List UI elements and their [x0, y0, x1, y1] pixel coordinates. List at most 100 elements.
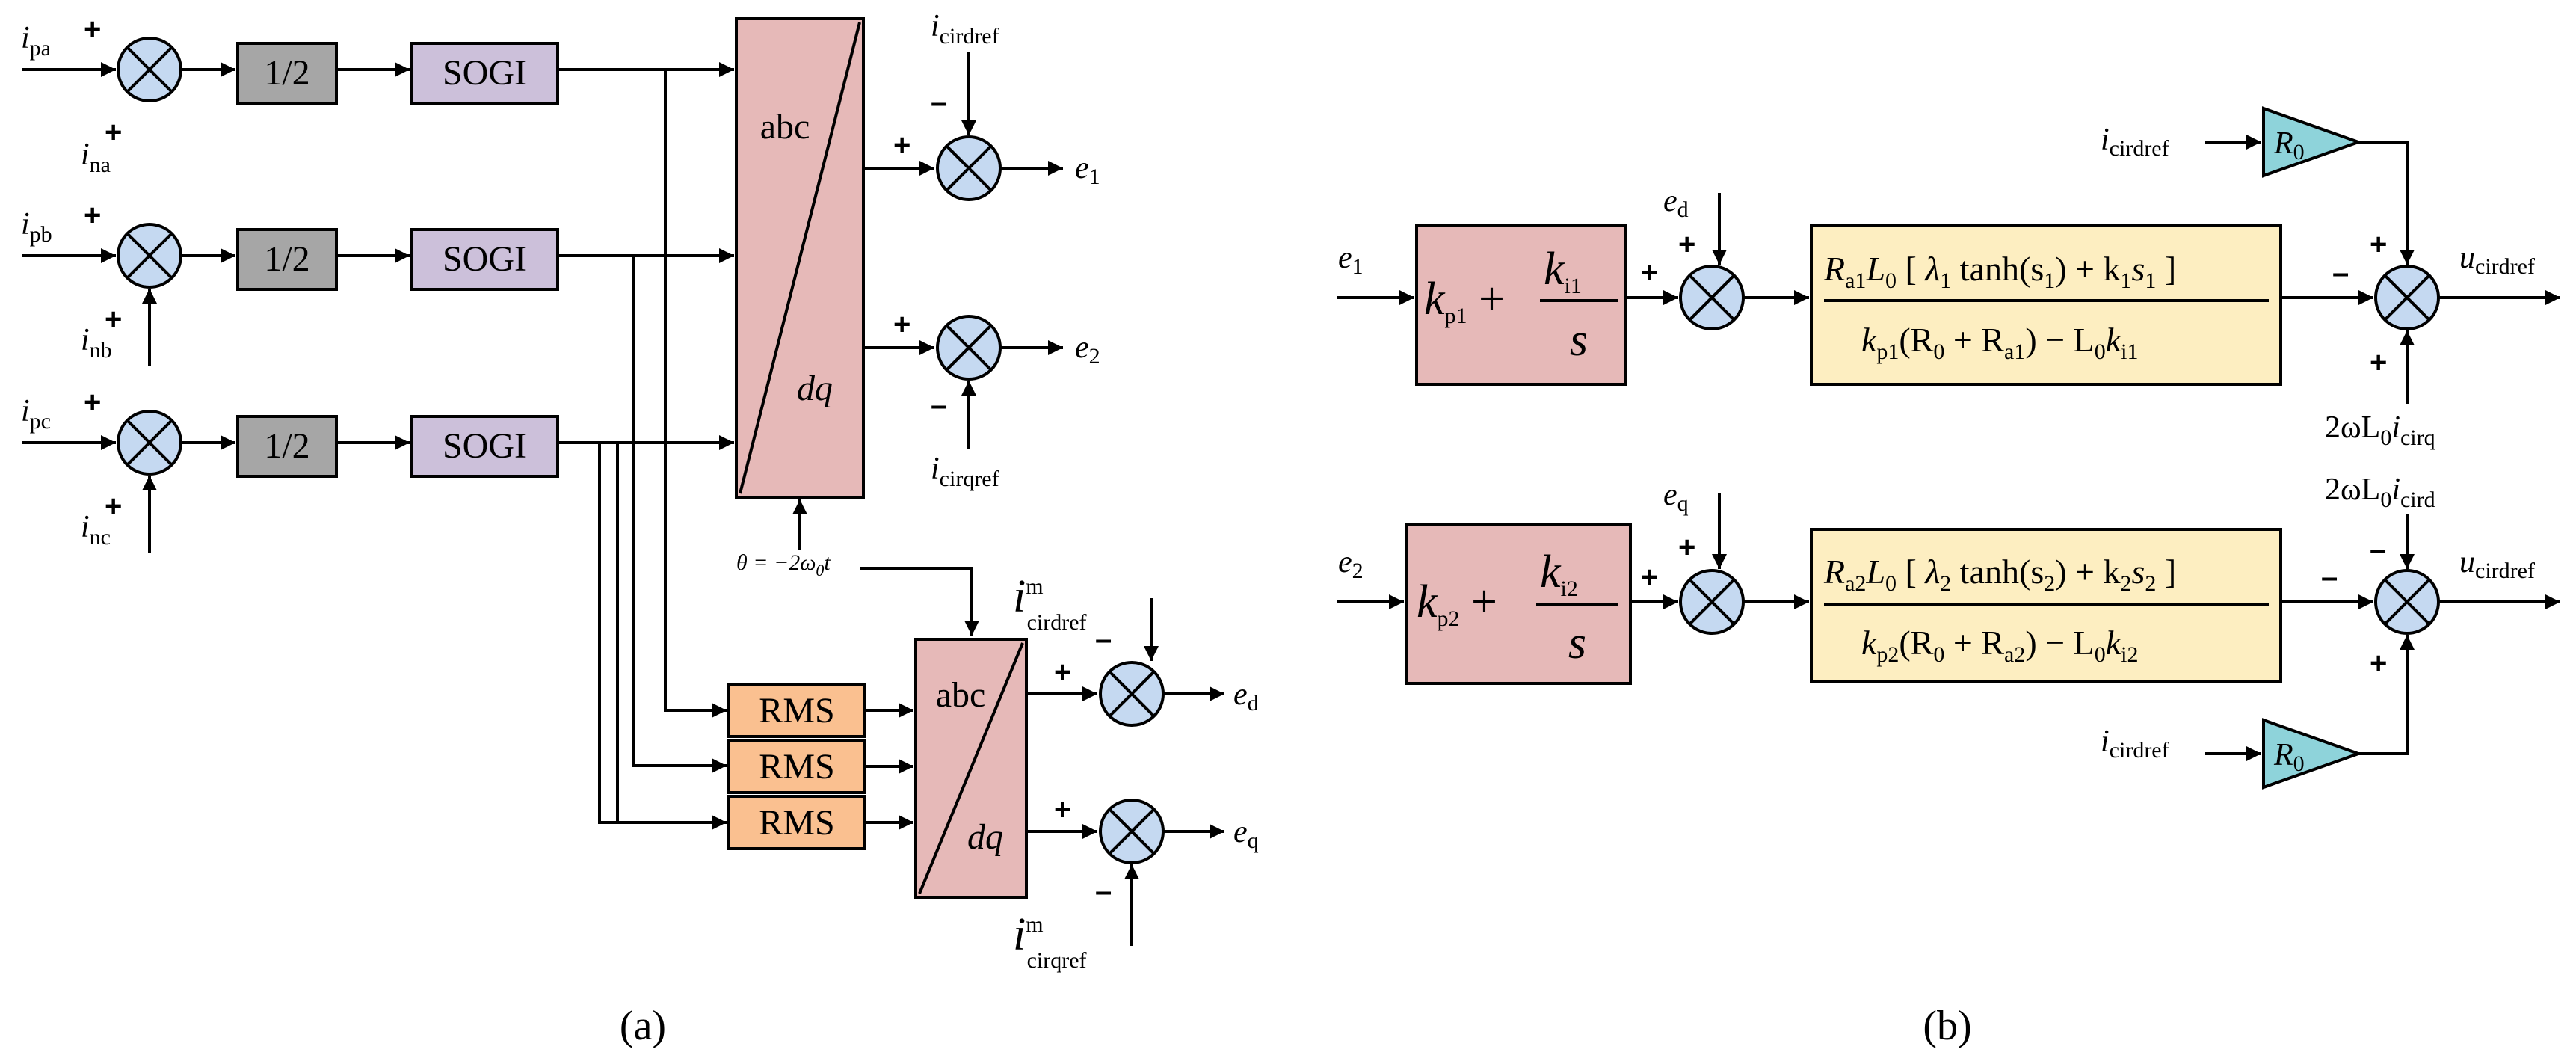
sogi-block — [410, 228, 559, 291]
plus-sign: + — [84, 199, 101, 232]
row-b: ipb + + inb 1/2 SOGI — [21, 199, 734, 366]
input-inc: inc — [81, 510, 111, 550]
plus-sign: + — [2370, 647, 2387, 680]
caption-a: (a) — [620, 1003, 666, 1049]
theta-wire — [860, 567, 979, 636]
svg-text:R0: R0 — [2273, 126, 2305, 164]
pi-kp: kp2 + — [1417, 576, 1497, 631]
output-ucirdref-2: ucirdref — [2459, 545, 2535, 583]
plus-sign: + — [1678, 228, 1695, 261]
summing-junction-icon — [1679, 569, 1745, 635]
pi-kp: kp1 + — [1424, 274, 1505, 328]
minus-sign: – — [1095, 623, 1112, 656]
plus-sign: + — [1678, 531, 1695, 564]
output-e2: e2 — [1075, 330, 1100, 369]
summing-junction-icon — [2374, 265, 2440, 330]
summing-junction-icon — [936, 135, 1002, 201]
minus-sign: – — [2332, 256, 2349, 289]
svg-text:RMS: RMS — [759, 691, 834, 731]
rms-block: RMS — [727, 739, 866, 794]
plus-sign: + — [893, 308, 910, 341]
ref-icirdref: icirdref — [931, 9, 999, 49]
output-eq: eq — [1233, 815, 1259, 853]
pi-ki: ki1 — [1544, 244, 1582, 298]
plus-sign: + — [2370, 346, 2387, 379]
feed-ed: ed — [1663, 184, 1689, 222]
plus-sign: + — [2370, 228, 2387, 261]
minus-sign: – — [931, 389, 947, 422]
formula-denominator: kp1(R0 + Ra1) − L0ki1 — [1861, 321, 2139, 364]
output-e1: e1 — [1075, 151, 1100, 189]
panel-b: e1 kp1 + ki1 s + ed + Ra1L0 [ λ1 tanh(s1… — [1337, 106, 2560, 1049]
rms-block: RMS — [727, 683, 866, 738]
svg-text:abc: abc — [936, 675, 986, 715]
sogi-block — [410, 42, 559, 105]
sogi-block — [410, 415, 559, 478]
caption-b: (b) — [1923, 1003, 1971, 1049]
plus-sign: + — [105, 116, 122, 149]
gain-label: 1/2 — [264, 53, 309, 93]
cross-term-q: 2ωL0icirq — [2325, 410, 2435, 450]
minus-sign: – — [931, 86, 947, 119]
plus-sign: + — [893, 129, 910, 162]
plus-sign: + — [1054, 793, 1071, 826]
rms-feed-wire — [632, 256, 727, 773]
gain-triangle-icon: R0 — [2262, 718, 2363, 790]
input-ipa: ipa — [21, 21, 51, 61]
transform-dq-label: dq — [797, 369, 833, 408]
loop-d: e1 kp1 + ki1 s + ed + Ra1L0 [ λ1 tanh(s1… — [1337, 106, 2560, 450]
plus-sign: + — [1641, 561, 1658, 594]
gain-block — [236, 228, 338, 291]
summing-junction-icon — [2374, 569, 2440, 635]
pi-s: s — [1570, 315, 1588, 366]
formula-block — [1810, 224, 2282, 386]
svg-text:RMS: RMS — [759, 803, 834, 843]
plus-sign: + — [1641, 256, 1658, 289]
input-inb: inb — [81, 323, 112, 363]
formula-denominator: kp2(R0 + Ra2) − L0ki2 — [1861, 624, 2139, 667]
summing-junction-icon — [1099, 799, 1165, 864]
minus-sign: – — [2321, 561, 2338, 594]
svg-text:R0: R0 — [2273, 738, 2305, 776]
svg-text:dq: dq — [967, 817, 1003, 857]
plus-sign: + — [84, 13, 101, 46]
gain-wire — [2358, 635, 2415, 755]
row-c: ipc + + inc 1/2 SOGI — [21, 386, 734, 553]
gain-label: 1/2 — [264, 426, 309, 466]
theta-label: θ = −2ω0t — [736, 550, 831, 579]
plus-sign: + — [1054, 656, 1071, 689]
panel-a: ipa + + ina 1/2 SOGI ipb + — [21, 9, 1259, 1049]
loop-q: e2 kp2 + ki2 s + eq + Ra2L0 [ λ2 tanh(s2… — [1337, 473, 2560, 790]
ref-icirdref-b: icirdref — [2101, 123, 2169, 161]
plus-sign: + — [105, 303, 122, 336]
row-a: ipa + + ina 1/2 SOGI — [21, 13, 734, 177]
gain-wire — [2358, 141, 2415, 265]
gain-triangle-icon: R0 — [2262, 106, 2363, 178]
cross-term-d: 2ωL0icird — [2325, 473, 2435, 512]
transform-diagonal — [918, 642, 1024, 894]
input-ipc: ipc — [21, 394, 51, 434]
minus-sign: – — [1095, 875, 1112, 908]
formula-numerator: Ra1L0 [ λ1 tanh(s1) + k1s1 ] — [1823, 250, 2176, 293]
input-e1: e1 — [1338, 241, 1364, 279]
input-e2: e2 — [1338, 545, 1364, 583]
rms-feed-wire — [664, 70, 727, 718]
gain-block — [236, 42, 338, 105]
summing-junction-icon — [936, 315, 1002, 381]
output-ucirdref: ucirdref — [2459, 241, 2535, 279]
gain-block — [236, 415, 338, 478]
gain-label: 1/2 — [264, 239, 309, 279]
abc-dq-transform: abc dq — [735, 17, 865, 499]
summing-junction-icon — [117, 37, 182, 102]
formula-numerator: Ra2L0 [ λ2 tanh(s2) + k2s2 ] — [1823, 553, 2176, 596]
input-ina: ina — [81, 138, 111, 177]
abc-dq-transform-small: abc dq — [914, 638, 1028, 899]
summing-junction-icon — [117, 410, 182, 476]
transform-abc-label: abc — [760, 107, 810, 147]
pi-s: s — [1568, 618, 1586, 668]
minus-sign: – — [2370, 533, 2386, 566]
transform-diagonal — [739, 22, 861, 494]
summing-junction-icon — [117, 223, 182, 289]
